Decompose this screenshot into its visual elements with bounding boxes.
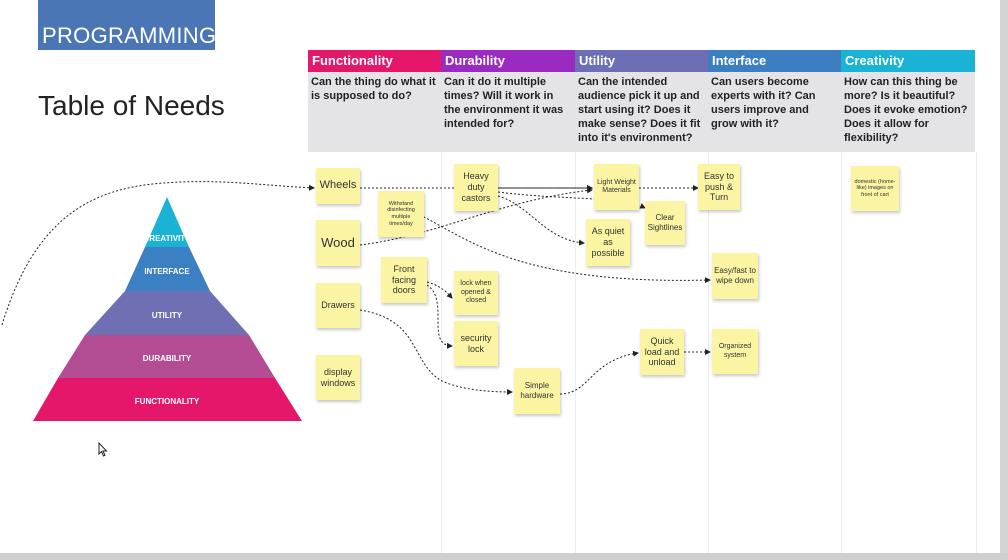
column-body-creativity bbox=[841, 152, 977, 553]
sticky-note-clear-sightlines[interactable]: Clear Sightlines bbox=[645, 201, 685, 245]
sticky-note-easy-push[interactable]: Easy to push & Turn bbox=[698, 164, 740, 210]
banner-text: PROGRAMMING bbox=[42, 23, 217, 48]
column-desc-functionality: Can the thing do what it is supposed to … bbox=[308, 72, 441, 152]
pyramid-label-functionality: FUNCTIONALITY bbox=[135, 397, 200, 406]
sticky-note-simple-hardware[interactable]: Simple hardware bbox=[514, 368, 560, 414]
sticky-note-front-facing[interactable]: Front facing doors bbox=[381, 257, 427, 303]
column-header-creativity: Creativity bbox=[841, 50, 975, 72]
sticky-note-easy-wipe[interactable]: Easy/fast to wipe down bbox=[712, 253, 758, 299]
column-header-functionality: Functionality bbox=[308, 50, 441, 72]
column-desc-interface: Can users become experts with it? Can us… bbox=[708, 72, 841, 152]
page-title: Table of Needs bbox=[38, 90, 225, 121]
column-desc-durability: Can it do it multiple times? Will it wor… bbox=[441, 72, 575, 152]
column-header-interface: Interface bbox=[708, 50, 841, 72]
column-header-durability: Durability bbox=[441, 50, 575, 72]
sticky-note-light-weight[interactable]: Light Weight Materials bbox=[594, 164, 639, 210]
sticky-note-quick-load[interactable]: Quick load and unload bbox=[640, 329, 684, 375]
canvas-edge-right bbox=[1000, 0, 1008, 560]
sticky-note-lock-when[interactable]: lock when opened & closed bbox=[454, 271, 498, 315]
mouse-cursor-icon bbox=[98, 442, 108, 457]
sticky-note-heavy-duty[interactable]: Heavy duty castors bbox=[454, 164, 498, 211]
pyramid-label-utility: UTILITY bbox=[152, 311, 183, 320]
sticky-note-wood[interactable]: Wood bbox=[316, 220, 360, 266]
needs-pyramid: CREATIVITY INTERFACE UTILITY DURABILITY … bbox=[33, 197, 302, 421]
column-header-utility: Utility bbox=[575, 50, 708, 72]
sticky-note-wheels[interactable]: Wheels bbox=[316, 168, 360, 204]
sticky-note-drawers[interactable]: Drawers bbox=[316, 283, 360, 328]
sticky-note-security-lock[interactable]: security lock bbox=[454, 321, 498, 366]
pyramid-level-functionality bbox=[33, 378, 302, 421]
pyramid-label-creativity: CREATIVITY bbox=[144, 234, 192, 243]
programming-banner: PROGRAMMING bbox=[38, 0, 217, 50]
sticky-note-withstand[interactable]: Withstand disinfecting multiple times/da… bbox=[378, 191, 424, 237]
canvas-edge-bottom bbox=[0, 553, 1008, 560]
sticky-note-organized[interactable]: Organized system bbox=[712, 329, 758, 374]
pyramid-label-interface: INTERFACE bbox=[144, 267, 190, 276]
column-desc-utility: Can the intended audience pick it up and… bbox=[575, 72, 708, 152]
pyramid-label-durability: DURABILITY bbox=[143, 354, 192, 363]
pyramid-level-durability bbox=[58, 335, 275, 378]
column-desc-creativity: How can this thing be more? Is it beauti… bbox=[841, 72, 975, 152]
sticky-note-domestic[interactable]: domestic (home-like) images on front of … bbox=[851, 166, 899, 211]
sticky-note-as-quiet[interactable]: As quiet as possible bbox=[586, 219, 630, 266]
sticky-note-display-windows[interactable]: display windows bbox=[316, 355, 360, 400]
